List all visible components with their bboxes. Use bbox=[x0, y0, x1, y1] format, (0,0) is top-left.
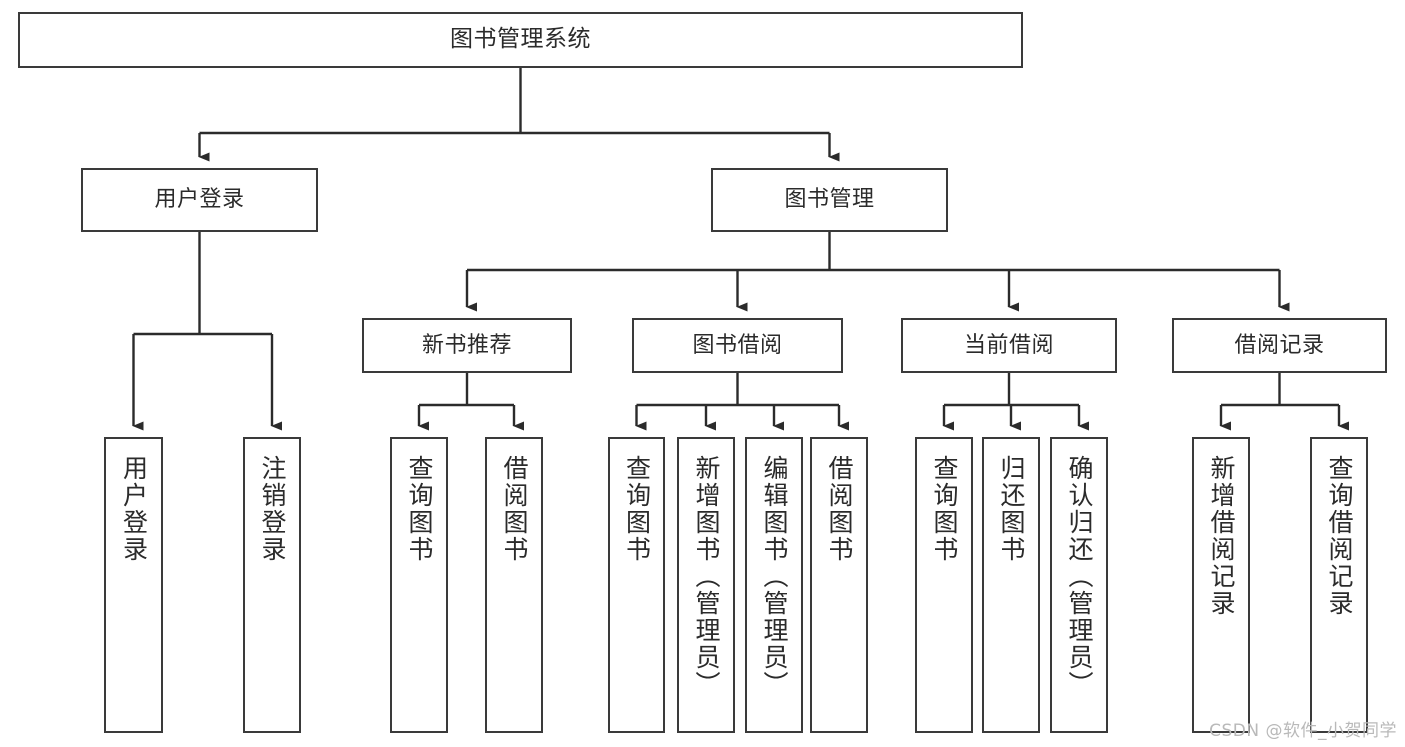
node-label: 图书管理系统 bbox=[450, 26, 591, 53]
node-leaf-edit-book-admin[interactable]: 编辑图书（管理员） bbox=[745, 437, 803, 733]
node-label: 用户登录 bbox=[119, 455, 149, 563]
node-label: 编辑图书（管理员） bbox=[760, 455, 789, 698]
node-label: 查询图书 bbox=[930, 455, 959, 563]
node-current-borrow[interactable]: 当前借阅 bbox=[901, 318, 1117, 373]
node-new-book-rec[interactable]: 新书推荐 bbox=[362, 318, 572, 373]
node-label: 用户登录 bbox=[154, 187, 245, 213]
node-book-borrow[interactable]: 图书借阅 bbox=[632, 318, 843, 373]
node-label: 新书推荐 bbox=[421, 332, 512, 358]
node-label: 查询借阅记录 bbox=[1325, 455, 1354, 617]
node-label: 图书借阅 bbox=[692, 332, 783, 358]
node-label: 查询图书 bbox=[405, 455, 434, 563]
node-leaf-query-book-current[interactable]: 查询图书 bbox=[915, 437, 973, 733]
node-label: 当前借阅 bbox=[963, 332, 1054, 358]
node-label: 归还图书 bbox=[997, 455, 1026, 563]
node-label: 新增借阅记录 bbox=[1207, 455, 1236, 617]
node-leaf-logout[interactable]: 注销登录 bbox=[243, 437, 301, 733]
node-leaf-user-login[interactable]: 用户登录 bbox=[104, 437, 163, 733]
node-root-system[interactable]: 图书管理系统 bbox=[18, 12, 1023, 68]
node-leaf-query-book-rec[interactable]: 查询图书 bbox=[390, 437, 448, 733]
node-leaf-return-book[interactable]: 归还图书 bbox=[982, 437, 1040, 733]
node-label: 借阅记录 bbox=[1234, 332, 1325, 358]
watermark-credit: CSDN @软件_小贺同学 bbox=[1209, 721, 1397, 741]
node-leaf-query-book-borrow[interactable]: 查询图书 bbox=[608, 437, 665, 733]
node-label: 注销登录 bbox=[258, 455, 287, 563]
node-label: 查询图书 bbox=[622, 455, 652, 563]
node-leaf-add-book-admin[interactable]: 新增图书（管理员） bbox=[677, 437, 735, 733]
node-borrow-record[interactable]: 借阅记录 bbox=[1172, 318, 1387, 373]
node-label: 图书管理 bbox=[784, 187, 875, 213]
node-book-manage[interactable]: 图书管理 bbox=[711, 168, 948, 232]
node-leaf-query-borrow-record[interactable]: 查询借阅记录 bbox=[1310, 437, 1368, 733]
node-label: 确认归还（管理员） bbox=[1065, 455, 1094, 698]
node-user-login[interactable]: 用户登录 bbox=[81, 168, 318, 232]
node-leaf-borrow-book-rec[interactable]: 借阅图书 bbox=[485, 437, 543, 733]
node-label: 借阅图书 bbox=[825, 455, 854, 563]
node-leaf-borrow-book[interactable]: 借阅图书 bbox=[810, 437, 868, 733]
node-leaf-confirm-return-admin[interactable]: 确认归还（管理员） bbox=[1050, 437, 1108, 733]
node-leaf-add-borrow-record[interactable]: 新增借阅记录 bbox=[1192, 437, 1250, 733]
node-label: 借阅图书 bbox=[500, 455, 529, 563]
node-label: 新增图书（管理员） bbox=[692, 455, 721, 698]
